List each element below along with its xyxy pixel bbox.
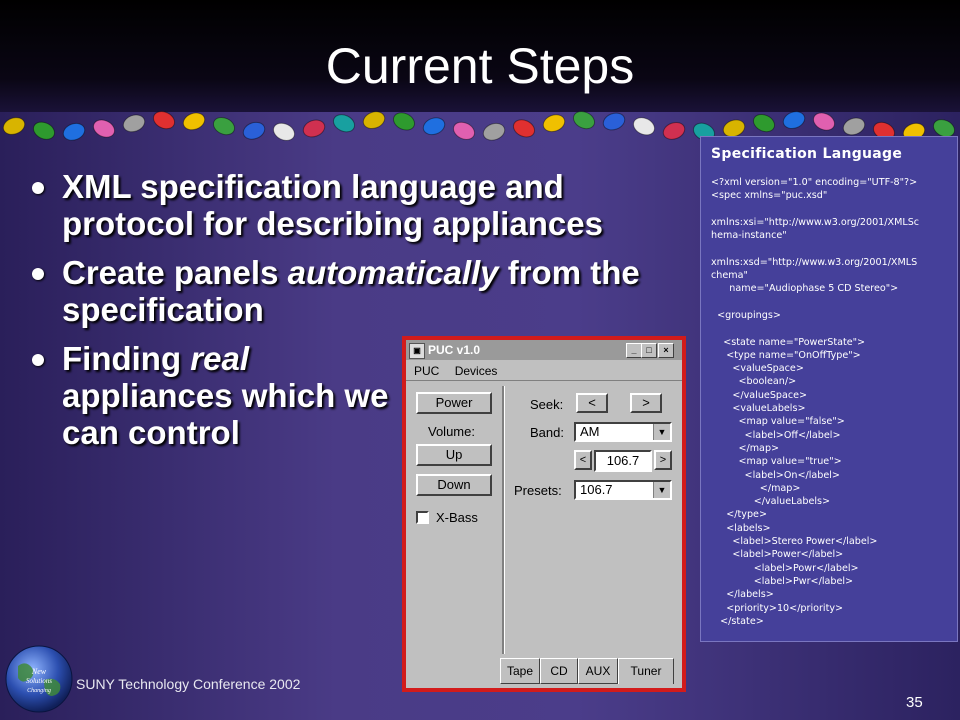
bead-garland xyxy=(2,110,956,141)
bead xyxy=(272,122,296,141)
chevron-down-icon[interactable]: ▼ xyxy=(653,424,670,440)
app-icon: ▣ xyxy=(409,343,425,359)
bullet-dot-icon xyxy=(32,354,44,366)
spec-xml-code: <?xml version="1.0" encoding="UTF-8"?> <… xyxy=(711,177,920,627)
bullet-text: Finding xyxy=(62,340,191,377)
title-band xyxy=(0,0,960,112)
device-tabs: Tape CD AUX Tuner xyxy=(500,658,682,684)
bead xyxy=(62,122,86,141)
bead xyxy=(362,111,386,130)
band-value: AM xyxy=(580,424,600,439)
bead xyxy=(752,113,776,133)
bullet-text: from the specification xyxy=(62,254,640,328)
freq-increment-button[interactable]: > xyxy=(654,450,672,470)
bead xyxy=(422,117,446,136)
bead xyxy=(542,114,566,133)
bead xyxy=(782,111,806,129)
tab-aux[interactable]: AUX xyxy=(578,658,618,684)
volume-label: Volume: xyxy=(428,424,475,439)
bead xyxy=(182,112,206,131)
puc-screenshot-frame: ▣ PUC v1.0 _ □ × PUC Devices Power Volum… xyxy=(402,336,686,692)
footer-text: SUNY Technology Conference 2002 xyxy=(76,676,301,692)
presets-value: 106.7 xyxy=(580,482,613,497)
bead xyxy=(302,119,326,138)
bead xyxy=(152,111,176,130)
freq-decrement-button[interactable]: < xyxy=(574,450,592,470)
chevron-down-icon[interactable]: ▼ xyxy=(653,482,670,498)
svg-text:Changing: Changing xyxy=(27,688,51,694)
seek-label: Seek: xyxy=(530,397,564,412)
band-select[interactable]: AM ▼ xyxy=(574,422,672,442)
puc-window: ▣ PUC v1.0 _ □ × PUC Devices Power Volum… xyxy=(406,340,682,688)
bullet-dot-icon xyxy=(32,268,44,280)
menu-puc[interactable]: PUC xyxy=(414,364,440,378)
bead xyxy=(32,121,56,140)
bead xyxy=(572,110,596,130)
svg-text:Solutions: Solutions xyxy=(26,677,52,685)
bullet-text: automatically xyxy=(287,254,499,291)
tab-tape[interactable]: Tape xyxy=(500,658,540,684)
presets-select[interactable]: 106.7 ▼ xyxy=(574,480,672,500)
seek-next-button[interactable]: > xyxy=(630,393,662,413)
bullet-item: Create panels automatically from the spe… xyxy=(24,254,704,328)
bead xyxy=(2,117,26,135)
bullet-text: appliances which we can control xyxy=(62,377,389,451)
bead xyxy=(932,119,956,138)
bead xyxy=(212,116,236,136)
volume-up-button[interactable]: Up xyxy=(416,444,492,466)
bullet-text: Create panels xyxy=(62,254,288,291)
close-icon[interactable]: × xyxy=(658,343,674,358)
power-button[interactable]: Power xyxy=(416,392,492,414)
puc-titlebar: ▣ PUC v1.0 _ □ × xyxy=(406,340,682,360)
bead xyxy=(632,117,656,136)
panel-divider xyxy=(502,386,505,654)
volume-down-button[interactable]: Down xyxy=(416,474,492,496)
page-number: 35 xyxy=(906,694,923,711)
xbass-label: X-Bass xyxy=(436,510,478,525)
bullet-text: XML specification language and protocol … xyxy=(62,168,603,242)
puc-menubar: PUC Devices xyxy=(406,362,682,381)
bullet-dot-icon xyxy=(32,182,44,194)
band-label: Band: xyxy=(530,425,564,440)
maximize-icon[interactable]: □ xyxy=(641,343,657,358)
bead xyxy=(332,114,356,133)
bead xyxy=(512,119,536,138)
bead xyxy=(122,114,146,133)
bead xyxy=(482,122,506,141)
bullet-item: Finding real appliances which we can con… xyxy=(24,340,402,451)
bullet-text: real xyxy=(190,340,250,377)
minimize-icon[interactable]: _ xyxy=(626,343,642,358)
bullet-item: XML specification language and protocol … xyxy=(24,168,704,242)
bead xyxy=(662,121,686,140)
frequency-field[interactable]: 106.7 xyxy=(594,450,652,472)
tab-cd[interactable]: CD xyxy=(540,658,578,684)
bead xyxy=(242,121,266,140)
bead xyxy=(812,112,836,131)
bead xyxy=(452,121,476,140)
slide-title: Current Steps xyxy=(325,38,635,94)
bead xyxy=(392,112,416,131)
bead xyxy=(602,112,626,131)
seek-prev-button[interactable]: < xyxy=(576,393,608,413)
presets-label: Presets: xyxy=(514,483,562,498)
bead xyxy=(92,119,116,138)
menu-devices[interactable]: Devices xyxy=(454,364,498,378)
spec-panel: Specification Language <?xml version="1.… xyxy=(700,136,958,642)
bead xyxy=(842,117,866,136)
puc-window-title: PUC v1.0 xyxy=(428,343,481,357)
globe-logo-icon: New Solutions Changing xyxy=(5,645,73,713)
bullet-list: XML specification language and protocol … xyxy=(24,168,704,463)
tab-tuner[interactable]: Tuner xyxy=(618,658,674,684)
bead xyxy=(722,119,746,138)
spec-panel-title: Specification Language xyxy=(711,146,903,162)
svg-text:New: New xyxy=(31,667,47,676)
xbass-checkbox[interactable] xyxy=(416,511,429,524)
